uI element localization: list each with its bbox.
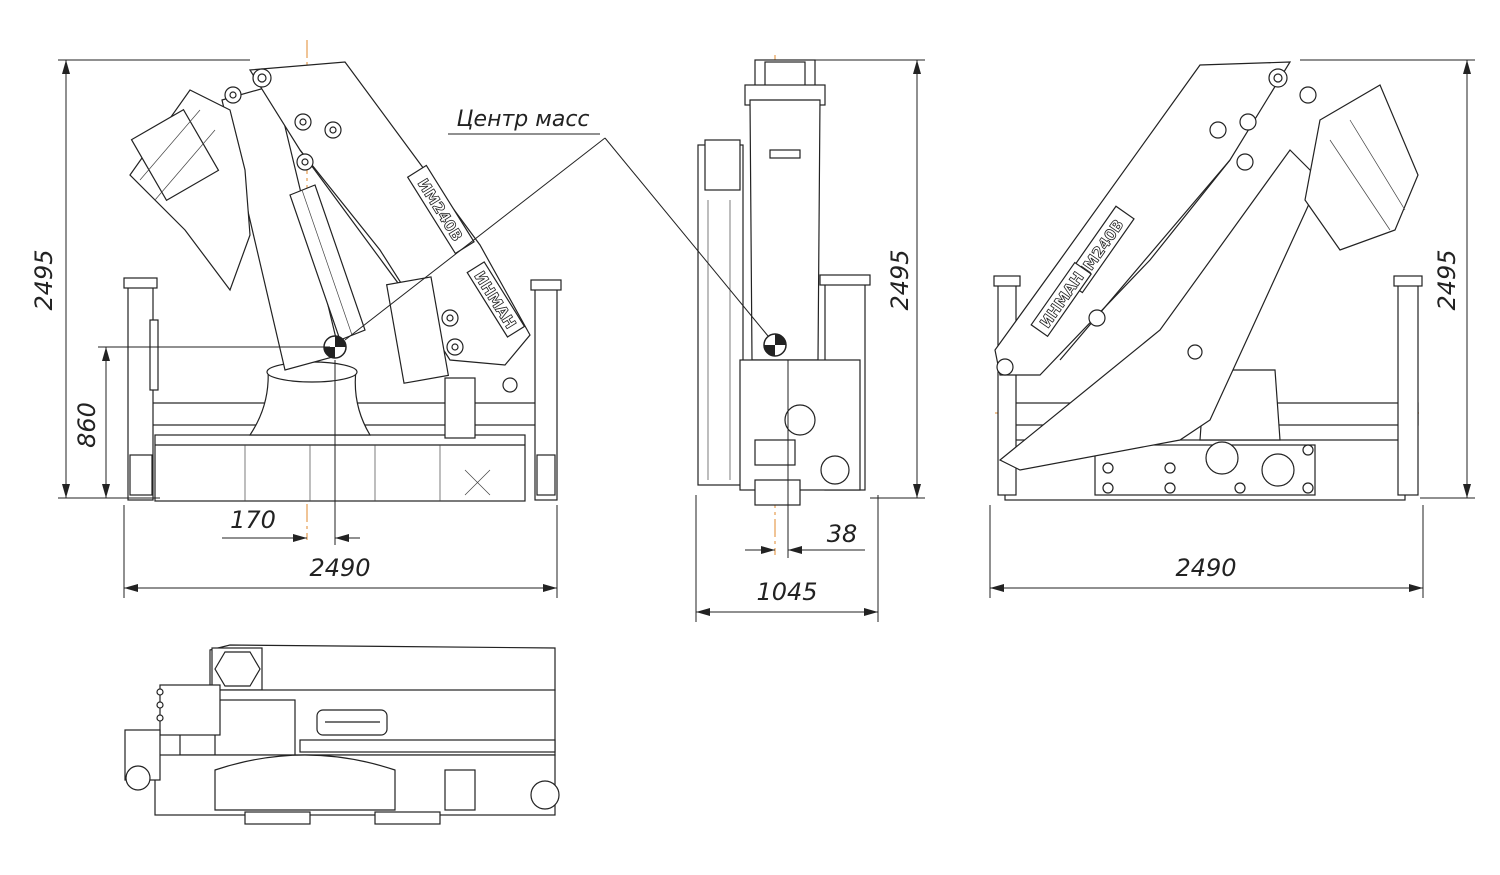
dim-rear-width: 2490: [1175, 554, 1236, 582]
dim-front-height: 2495: [886, 249, 914, 310]
dim-side-com-height: 860: [73, 402, 101, 448]
lift-cylinder: [289, 184, 366, 341]
dim-side-com-offset: 170: [230, 506, 276, 534]
com-leader-front: [604, 137, 769, 337]
plan-view: [124, 644, 560, 825]
dim-side-height: 2495: [30, 249, 58, 310]
side-view: ИМ240В ИНМАН: [30, 40, 606, 598]
center-of-mass-label: Центр масс: [456, 107, 589, 132]
com-leader-side: [344, 137, 606, 341]
front-view: 2495 38 1045: [604, 55, 925, 622]
dim-front-com-offset: 38: [827, 520, 858, 548]
dim-front-width: 1045: [756, 578, 817, 606]
column-base: [248, 369, 372, 436]
rear-inner-boom: [998, 149, 1321, 471]
center-of-mass-symbol-front: [763, 333, 787, 357]
center-of-mass-symbol-side: [323, 335, 347, 359]
dim-rear-height: 2495: [1433, 249, 1461, 310]
front-column: [749, 99, 821, 361]
main-boom: [248, 61, 531, 366]
dim-side-width: 2490: [309, 554, 370, 582]
base-frame: [154, 434, 526, 502]
front-jib: [697, 144, 744, 486]
rear-leg-right: [1397, 279, 1419, 496]
rear-view: ИМ240В ИНМАН 2495 2490: [989, 59, 1475, 598]
rear-folded-jib: [1304, 84, 1419, 251]
